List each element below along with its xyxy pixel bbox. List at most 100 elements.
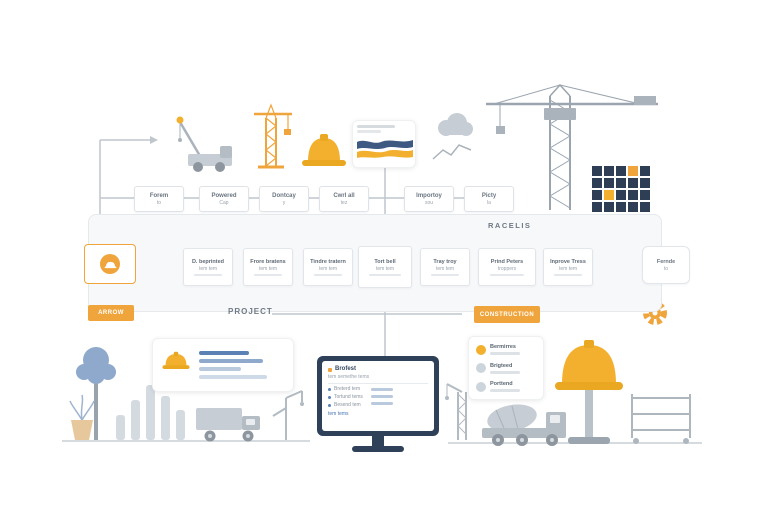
checklist-card: Bermirres Brigteed Porttend — [468, 336, 544, 400]
screen-side-bars — [370, 388, 393, 417]
flow-box-2: Powered Cap — [199, 186, 249, 212]
step-detail-bar — [430, 273, 460, 276]
screen-item-text: Breterd tem — [334, 386, 361, 392]
text-bar — [199, 351, 249, 355]
step-title: Tray troy — [433, 258, 457, 265]
checklist-row: Porttend — [476, 381, 536, 392]
process-step-2: Frore bratens tem tem — [243, 248, 293, 286]
screen-subheading: tem semethe tems — [328, 374, 370, 380]
hardhat-icon-card — [162, 351, 190, 369]
cloud-icon — [438, 113, 473, 136]
text-bar — [370, 395, 393, 398]
logo-mark-icon — [328, 367, 332, 372]
chart-card — [352, 120, 416, 168]
orange-crane-icon — [254, 103, 292, 169]
step-title: D. beprinted — [191, 258, 225, 265]
flow-box-title: Forem — [149, 192, 169, 199]
tree-icon — [76, 347, 116, 440]
monitor-stand-neck — [372, 436, 384, 446]
checklist-row: Bermirres — [476, 344, 536, 355]
hardhat-icon-top — [302, 134, 346, 166]
shelf-rack-icon — [631, 394, 691, 444]
step-detail-bar — [253, 273, 283, 276]
flow-box-sub: tez — [340, 199, 348, 206]
step-detail-bar — [369, 273, 401, 276]
area-chart-icon — [357, 140, 413, 158]
text-bar — [370, 402, 393, 405]
hardhat-info-card — [152, 338, 294, 392]
text-bar — [490, 352, 520, 355]
flow-box-sub: y — [282, 199, 286, 206]
flow-box-title: Powered — [211, 192, 237, 199]
screen-list-item: Besend tem — [328, 403, 363, 408]
flow-box-sub: sou — [424, 199, 434, 206]
chart-card-caption-bar — [357, 125, 395, 128]
flow-box-3: Dontcay y — [259, 186, 309, 212]
text-bar — [199, 367, 241, 371]
small-crane-left-icon — [272, 390, 304, 440]
text-bar — [490, 389, 520, 392]
process-step-4: Tort bell tem tem — [358, 246, 412, 288]
step-title: Tindre tratern — [310, 258, 346, 265]
project-label: PROJECT — [228, 307, 273, 316]
step-detail-bar — [193, 273, 223, 276]
process-step-5: Tray troy tem tem — [420, 248, 470, 286]
flow-box-title: Importoy — [416, 192, 442, 199]
status-dot-icon — [476, 344, 486, 355]
truck-crane-icon — [176, 116, 232, 172]
step-title: Frore bratens — [250, 258, 286, 265]
process-step-7: Inprove Tress tem tem — [543, 248, 593, 286]
bullet-icon — [328, 396, 331, 399]
truck-icon — [196, 408, 260, 442]
status-dot-icon — [476, 381, 486, 392]
right-badge: CONSTRUCTION — [474, 306, 540, 323]
flow-box-sub: la — [487, 199, 491, 206]
process-step-3: Tindre tratern tem tem — [303, 248, 353, 286]
screen-body: Breterd tem Tortund tems Besend tem tem … — [328, 387, 428, 417]
screen-list: Breterd tem Tortund tems Besend tem tem … — [328, 387, 363, 417]
step-title: Tort bell — [374, 258, 396, 265]
checklist-row: Brigteed — [476, 363, 536, 374]
screen-item-text: Besend tem — [334, 402, 361, 408]
step-sub: tem tem — [375, 265, 395, 272]
screen-list-item: Tortund tems — [328, 395, 363, 400]
monitor: Brofest tem semethe tems Breterd tem Tor… — [317, 356, 439, 436]
left-badge: ARROW — [88, 305, 134, 321]
step-detail-bar — [553, 273, 583, 276]
card-text-lines — [199, 351, 267, 379]
trend-line-icon — [432, 144, 472, 160]
monitor-screen: Brofest tem semethe tems Breterd tem Tor… — [322, 361, 434, 431]
monitor-stand-base — [352, 446, 404, 452]
text-bar — [370, 388, 393, 391]
process-step-1: D. beprinted tem tem — [183, 248, 233, 286]
screen-link-text: tem tems — [328, 411, 349, 417]
step-sub: tem tem — [258, 265, 278, 272]
end-node: Fernde to — [642, 246, 690, 284]
step-sub: tem tem — [198, 265, 218, 272]
text-bar — [199, 375, 267, 379]
flow-box-title: Cwrl all — [333, 192, 355, 199]
screen-list-item: Breterd tem — [328, 387, 363, 392]
flow-box-sub: to — [156, 199, 162, 206]
text-bar — [490, 370, 520, 374]
process-step-6: Prind Peters troppers — [478, 248, 536, 286]
step-detail-bar — [313, 273, 343, 276]
step-sub: troppers — [497, 265, 517, 272]
screen-header: Brofest — [328, 366, 428, 373]
mixer-truck-icon — [482, 404, 566, 446]
hardhat-stand-icon — [555, 340, 623, 444]
block-building-icon — [592, 166, 650, 212]
screen-divider — [328, 383, 428, 384]
flow-box-6: Picty la — [464, 186, 514, 212]
step-sub: tem tem — [318, 265, 338, 272]
chart-card-caption-bar — [357, 130, 381, 133]
end-node-sub: to — [663, 265, 669, 272]
screen-item-text: Tortund tems — [334, 394, 363, 400]
step-title: Inprove Tress — [550, 258, 586, 265]
flow-box-sub: Cap — [219, 199, 229, 206]
end-node-title: Fernde — [656, 258, 676, 265]
step-title: Prind Peters — [490, 258, 524, 265]
checklist-title: Porttend — [490, 381, 513, 387]
